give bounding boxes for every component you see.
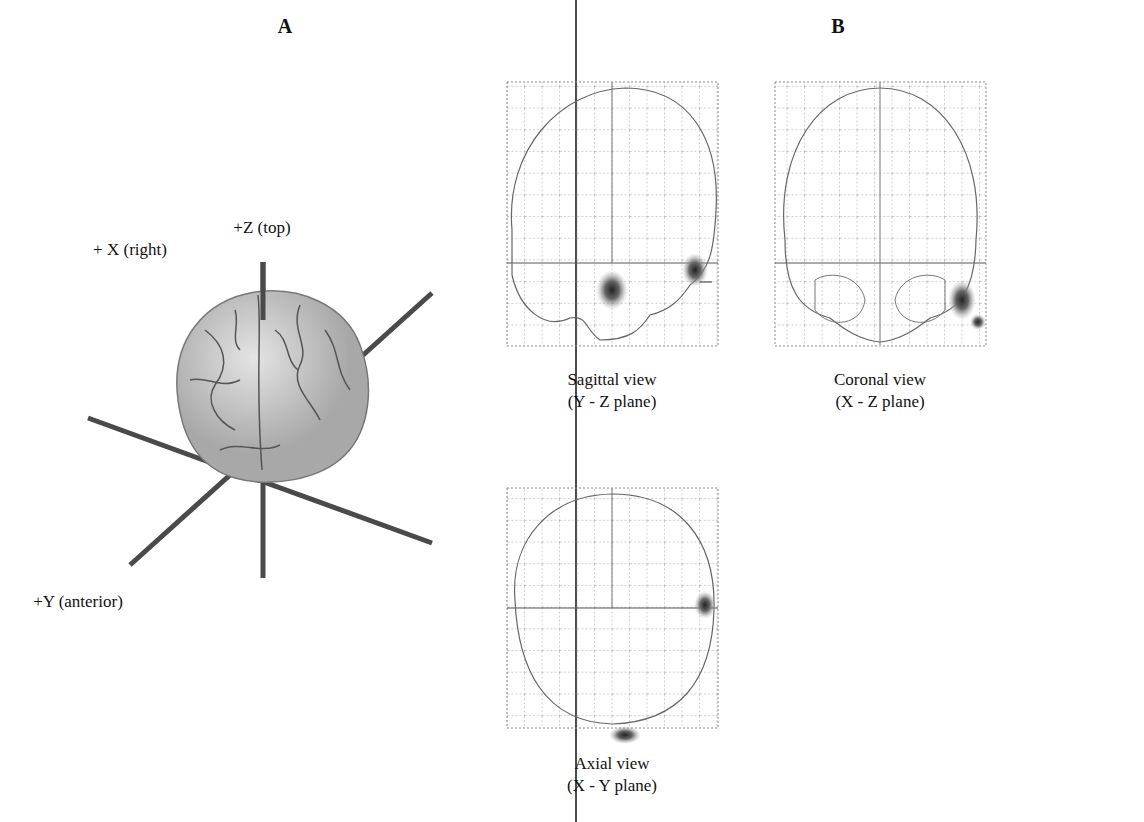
view-caption: Axial view — [574, 754, 649, 774]
coronal-glass-brain — [775, 82, 986, 346]
sagittal-glass-brain — [507, 82, 718, 346]
view-caption: (X - Z plane) — [835, 392, 924, 412]
axis-label: + X (right) — [93, 240, 167, 260]
view-caption: (Y - Z plane) — [568, 392, 657, 412]
panel-letter: A — [278, 16, 292, 36]
axis-label: +Y (anterior) — [33, 592, 123, 612]
axial-glass-brain — [507, 488, 718, 744]
view-caption: Sagittal view — [567, 370, 656, 390]
brain-render — [177, 291, 369, 482]
view-caption: (X - Y plane) — [567, 776, 657, 796]
axes — [88, 262, 432, 578]
axis-label: +Z (top) — [233, 218, 290, 238]
view-caption: Coronal view — [834, 370, 926, 390]
panel-letter: B — [831, 16, 844, 36]
